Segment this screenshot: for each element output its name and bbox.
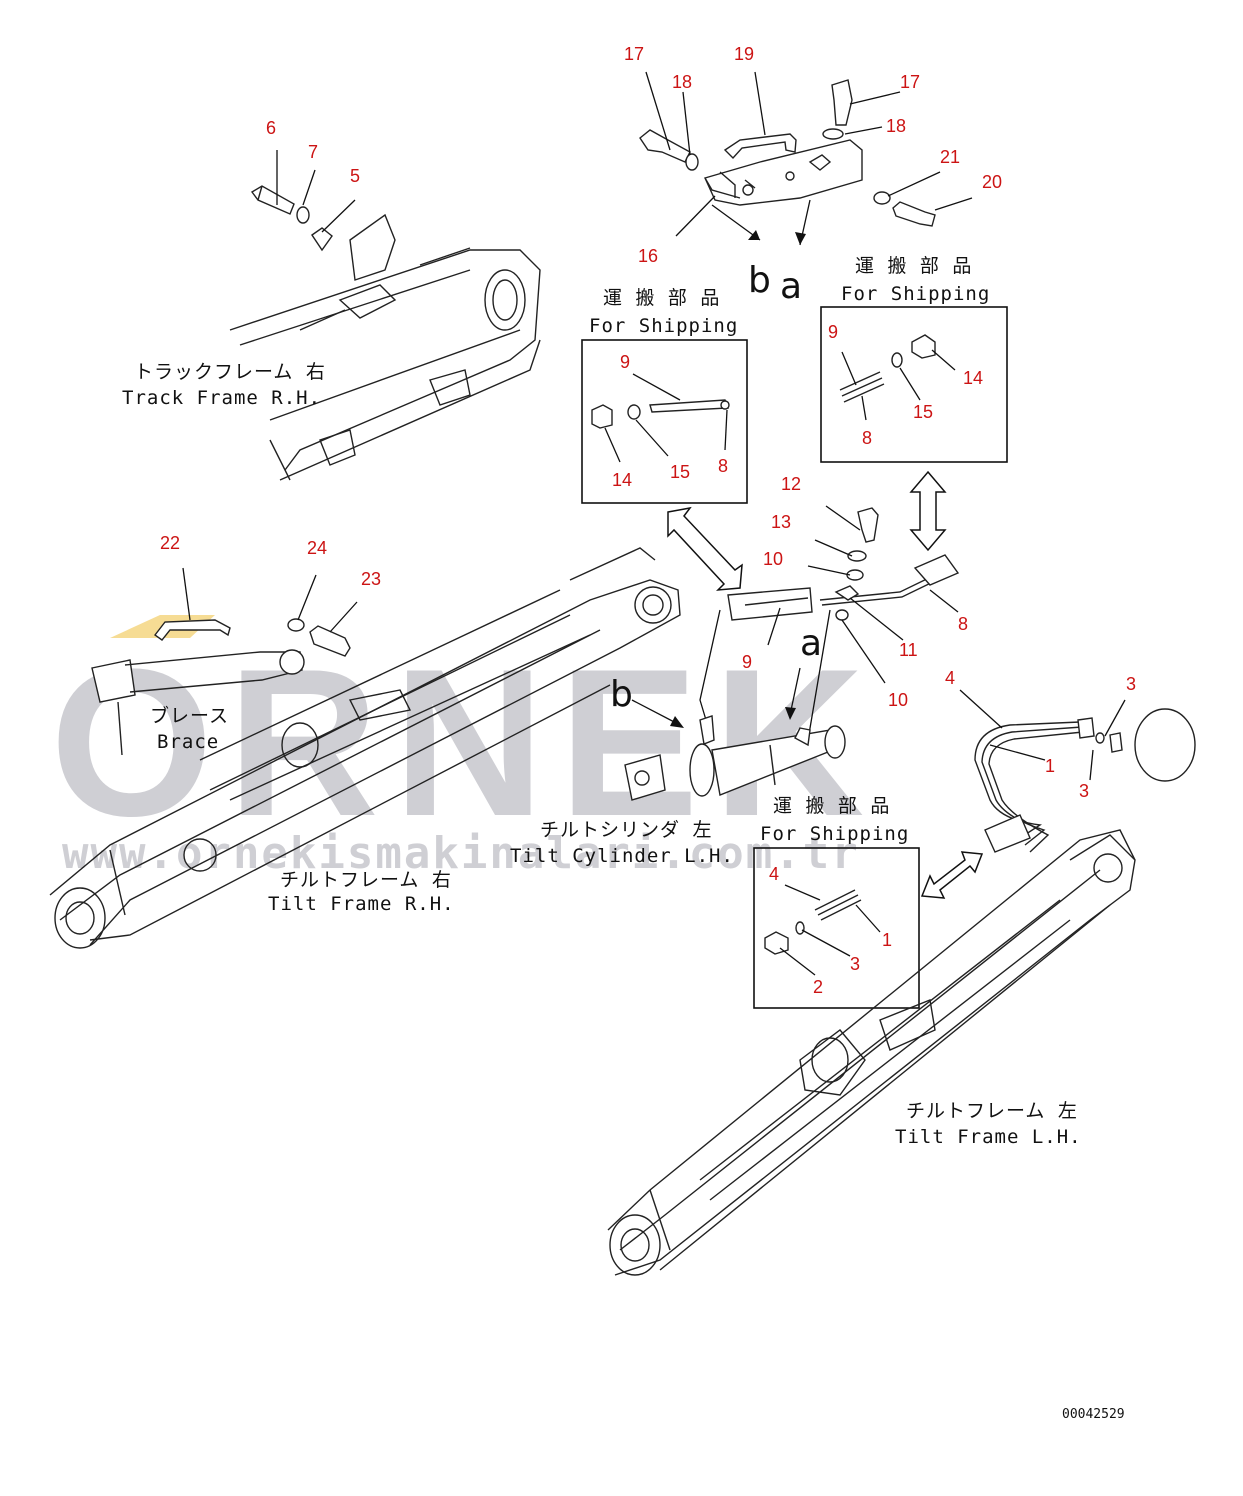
shipping-box-2-frame (820, 306, 1008, 463)
shipping-box-3-frame (753, 847, 920, 1009)
shipping-box-2: 運 搬 部 品 For Shipping (820, 255, 1008, 463)
callout-15: 15 (913, 402, 933, 422)
callout-8: 8 (958, 614, 968, 634)
hose-assembly-right (974, 708, 1196, 853)
watermark-text: ORNEK (50, 625, 878, 860)
shipping-box-1-jp: 運 搬 部 品 (603, 287, 720, 309)
bolt-17-right (831, 79, 853, 126)
tilt-frame-lh-drawing (607, 829, 1136, 1276)
tilt-cylinder-jp-label: チルトシリンダ 左 (540, 819, 712, 841)
callout-9: 9 (828, 322, 838, 342)
callout-3: 3 (1079, 781, 1089, 801)
view-letter-a: a (780, 266, 802, 307)
callout-1: 1 (882, 930, 892, 950)
view-letter-b-lower: b (610, 674, 633, 715)
shipping-box-3: 運 搬 部 品 For Shipping (753, 795, 920, 1009)
washer-24 (287, 618, 305, 632)
callout-14: 14 (612, 470, 632, 490)
callout-8: 8 (862, 428, 872, 448)
watermark: ORNEK www.ornekismakinalari.com.tr (50, 615, 878, 879)
brace-en-label: Brace (157, 731, 219, 753)
shipping-box-2-jp: 運 搬 部 品 (855, 255, 972, 277)
callout-9: 9 (620, 352, 630, 372)
callout-12: 12 (781, 474, 801, 494)
shipping-box-3-en: For Shipping (760, 823, 909, 845)
bolt-23 (309, 625, 351, 657)
tilt-cylinder-lh-drawing (624, 715, 846, 801)
brace-jp-label: ブレース (150, 704, 229, 727)
callout-5: 5 (350, 166, 360, 186)
callout-17: 17 (900, 72, 920, 92)
callout-9: 9 (742, 652, 752, 672)
double-arrow-3 (920, 851, 984, 899)
washer-21 (873, 191, 891, 205)
view-letter-a-lower: a (800, 623, 822, 664)
tilt-frame-rh-jp-label: チルトフレーム 右 (280, 869, 452, 891)
shipping-box-2-en: For Shipping (841, 283, 990, 305)
callout-8: 8 (718, 456, 728, 476)
double-arrow-1 (667, 506, 743, 591)
tilt-frame-lh-en-label: Tilt Frame L.H. (895, 1126, 1082, 1148)
view-letter-b: b (748, 260, 771, 301)
callout-3: 3 (850, 954, 860, 974)
gasket-5 (311, 227, 333, 252)
callout-19: 19 (734, 44, 754, 64)
valve-block-assembly (704, 133, 863, 206)
callout-24: 24 (307, 538, 327, 558)
callout-1: 1 (1045, 756, 1055, 776)
double-arrow-2 (909, 470, 947, 552)
callout-17: 17 (624, 44, 644, 64)
washer-18-left (685, 153, 699, 171)
callout-4: 4 (945, 668, 955, 688)
callout-18: 18 (886, 116, 906, 136)
tilt-frame-rh-drawing (49, 547, 681, 949)
callout-23: 23 (361, 569, 381, 589)
callout-2: 2 (813, 977, 823, 997)
washer-7 (296, 206, 310, 224)
arrow-to-b (711, 204, 761, 241)
tilt-frame-lh-jp-label: チルトフレーム 左 (906, 1100, 1078, 1122)
callout-7: 7 (308, 142, 318, 162)
callout-20: 20 (982, 172, 1002, 192)
callout-13: 13 (771, 512, 791, 532)
callout-4: 4 (769, 864, 779, 884)
bolt-20 (892, 201, 936, 227)
bolt-6 (250, 185, 295, 215)
callout-10: 10 (888, 690, 908, 710)
tilt-cylinder-en-label: Tilt Cylinder L.H. (510, 845, 734, 867)
callouts: 17 19 18 17 18 21 20 16 6 7 5 9 14 15 8 … (160, 44, 1136, 997)
callout-18: 18 (672, 72, 692, 92)
callout-14: 14 (963, 368, 983, 388)
shipping-box-1: 運 搬 部 品 For Shipping (581, 287, 748, 504)
brace-drawing (91, 619, 305, 756)
tilt-frame-rh-en-label: Tilt Frame R.H. (268, 893, 455, 915)
component-labels: トラックフレーム 右 Track Frame R.H. ブレース Brace チ… (122, 361, 1082, 1148)
shipping-box-1-en: For Shipping (589, 315, 738, 337)
callout-10: 10 (763, 549, 783, 569)
callout-11: 11 (899, 640, 918, 660)
callout-22: 22 (160, 533, 180, 553)
callout-21: 21 (940, 147, 960, 167)
callout-16: 16 (638, 246, 658, 266)
callout-3: 3 (1126, 674, 1136, 694)
track-frame-en-label: Track Frame R.H. (122, 387, 321, 409)
track-frame-jp-label: トラックフレーム 右 (134, 361, 326, 383)
shipping-box-3-jp: 運 搬 部 品 (773, 795, 890, 817)
drawing-number: 00042529 (1062, 1407, 1125, 1422)
track-frame-rh-drawing (229, 213, 541, 481)
callout-15: 15 (670, 462, 690, 482)
shipping-box-1-frame (581, 339, 748, 504)
callout-6: 6 (266, 118, 276, 138)
washer-18-right (822, 128, 844, 140)
watermark-url: www.ornekismakinalari.com.tr (62, 828, 860, 879)
leader-lines (182, 71, 1126, 976)
hose-assembly-center (699, 507, 960, 741)
